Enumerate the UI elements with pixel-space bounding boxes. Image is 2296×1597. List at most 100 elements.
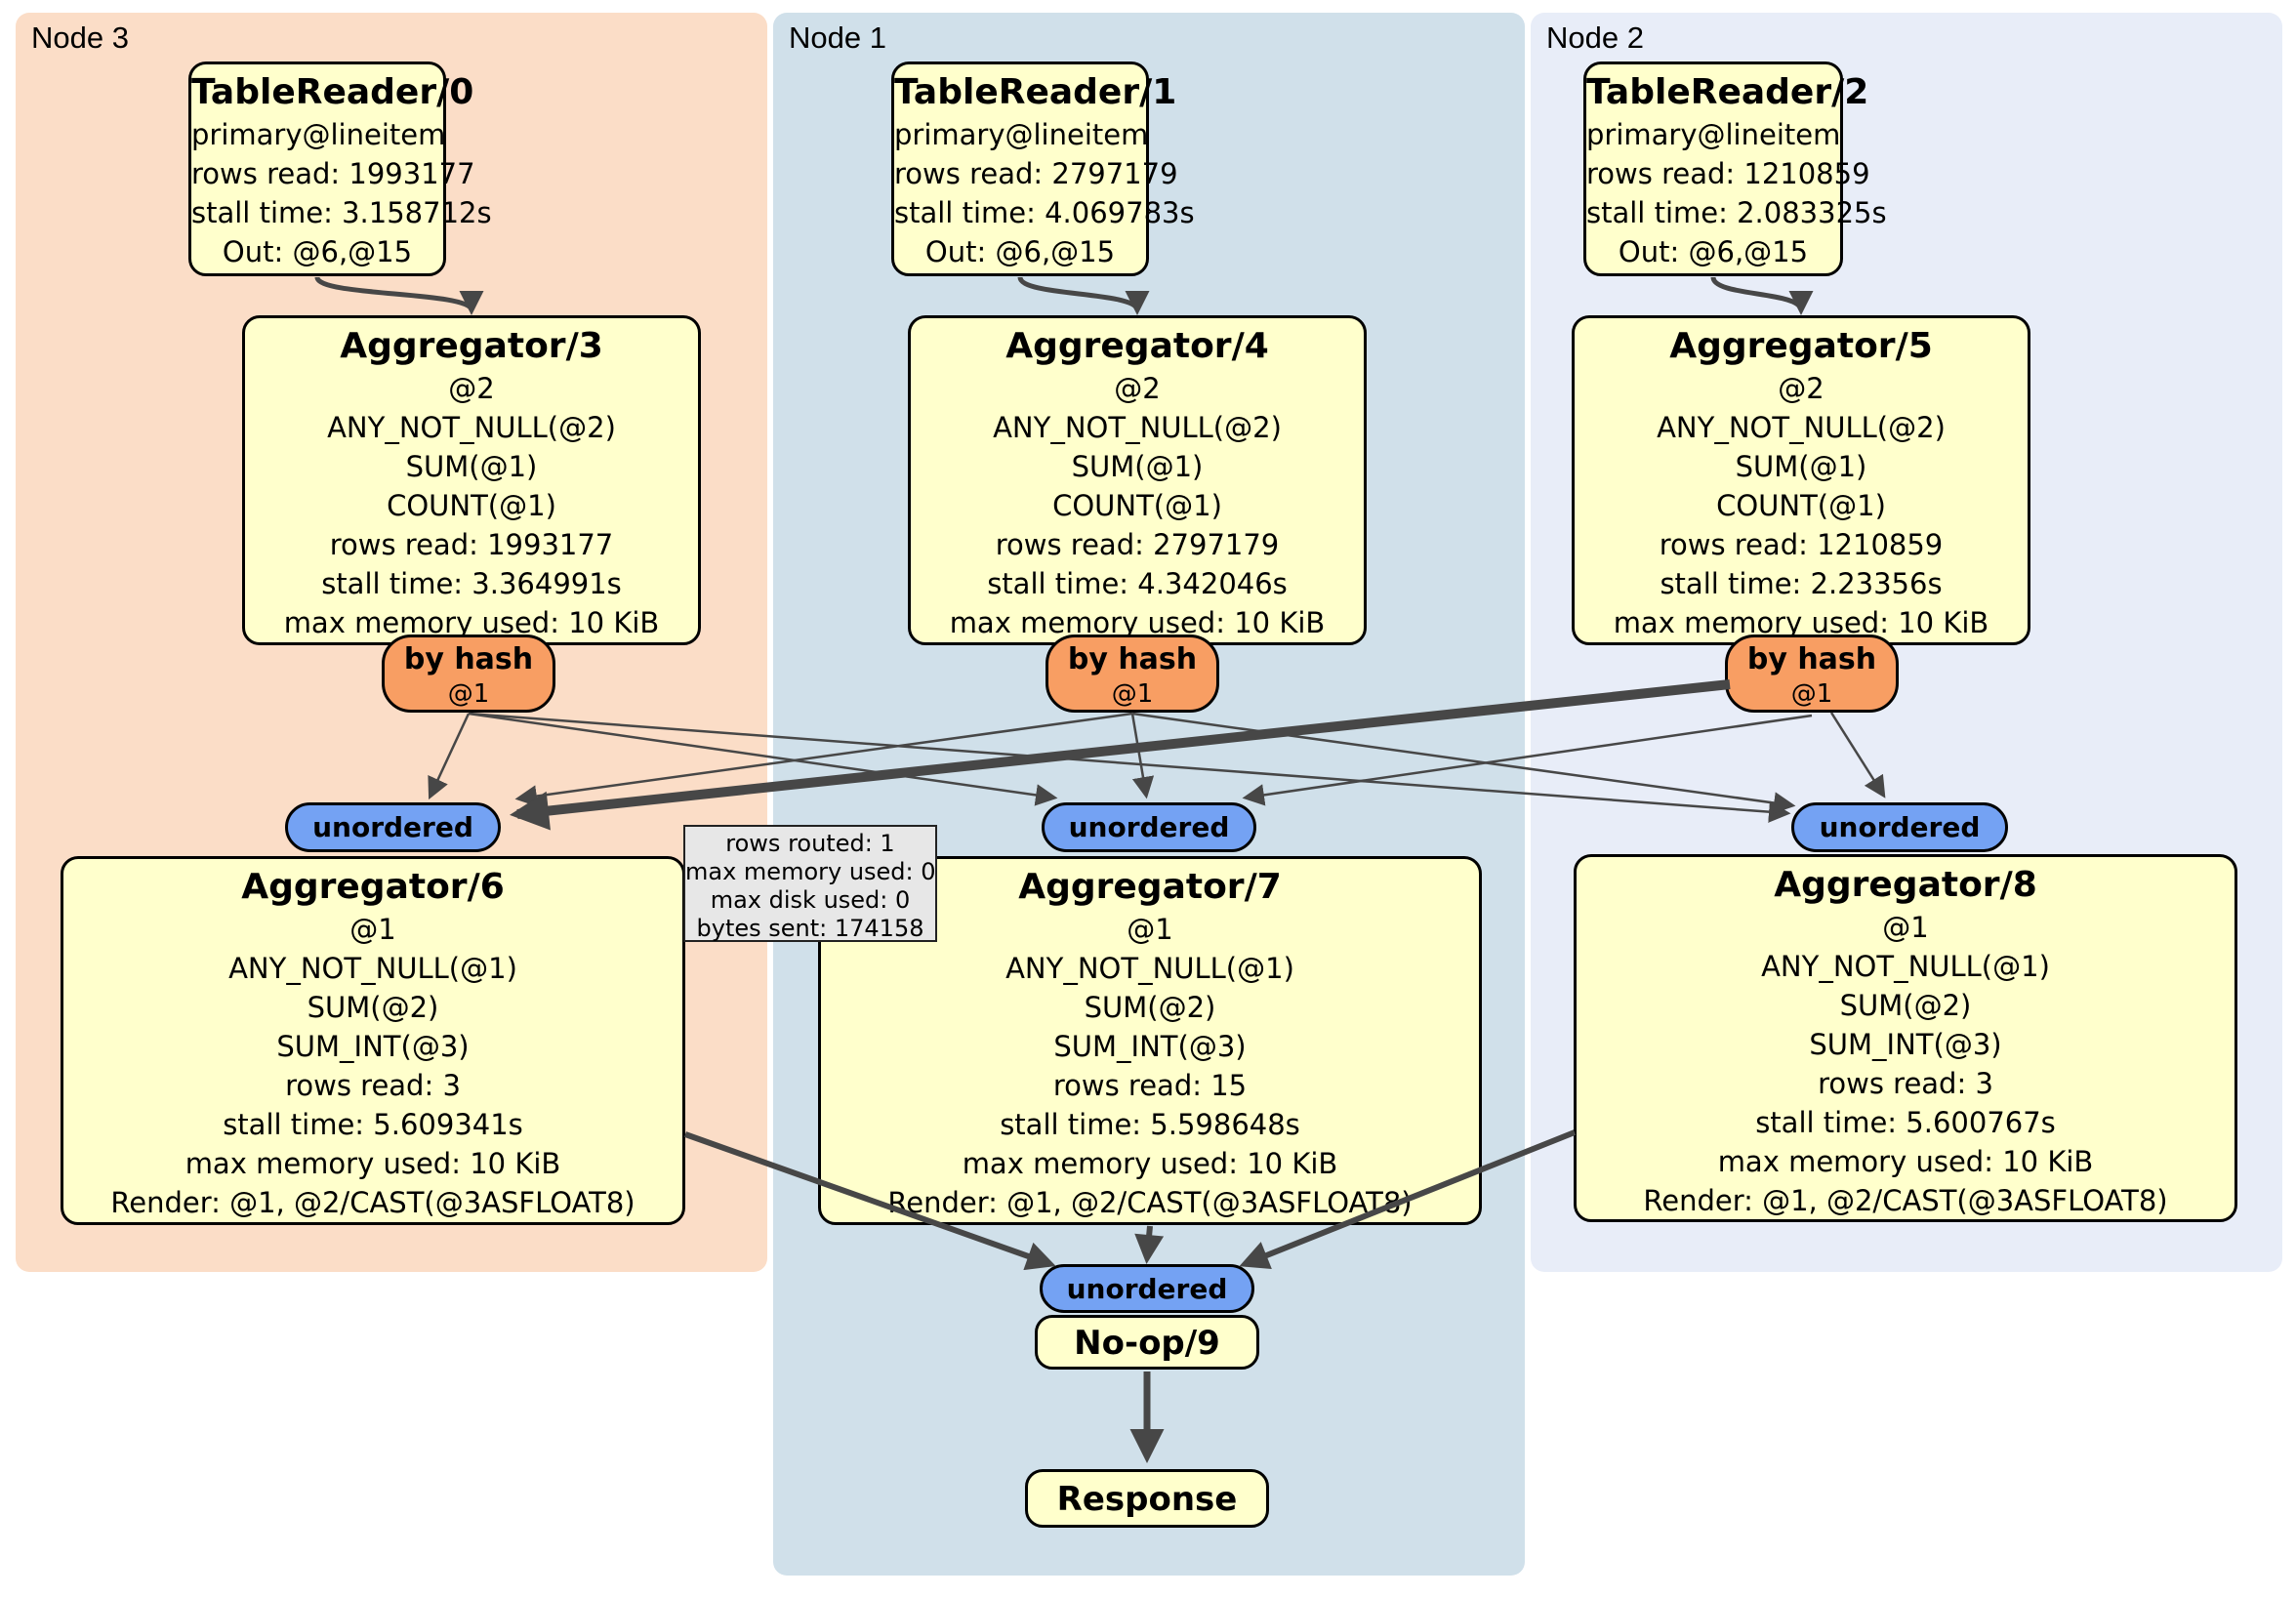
router-label: by hash — [1746, 642, 1877, 676]
node-title: No-op/9 — [1074, 1324, 1220, 1363]
node-title: Aggregator/4 — [1005, 326, 1269, 366]
node-title: Aggregator/6 — [241, 867, 505, 907]
panel-node-3-label: Node 3 — [31, 20, 129, 55]
node-line: max memory used: 10 KiB — [949, 606, 1326, 639]
node-line: ANY_NOT_NULL(@1) — [228, 952, 517, 985]
node-line: SUM(@1) — [1735, 450, 1867, 483]
node-line: primary@lineitem — [894, 118, 1149, 151]
node-line: max memory used: 10 KiB — [962, 1147, 1338, 1180]
node-aggregator-6[interactable]: Aggregator/6 @1 ANY_NOT_NULL(@1) SUM(@2)… — [61, 856, 685, 1225]
node-line: rows read: 1210859 — [1586, 157, 1870, 190]
node-line: stall time: 2.23356s — [1660, 567, 1943, 600]
node-aggregator-8[interactable]: Aggregator/8 @1 ANY_NOT_NULL(@1) SUM(@2)… — [1574, 854, 2237, 1222]
node-line: COUNT(@1) — [387, 489, 556, 522]
stream-label: unordered — [1066, 1273, 1228, 1305]
node-line: rows read: 1993177 — [191, 157, 475, 190]
router-by-hash-right[interactable]: by hash @1 — [1725, 635, 1899, 713]
tooltip-line: bytes sent: 174158 — [696, 915, 924, 942]
node-line: max memory used: 10 KiB — [1717, 1145, 2094, 1178]
node-line: Render: @1, @2/CAST(@3ASFLOAT8) — [1643, 1184, 2168, 1217]
stream-unordered-mid[interactable]: unordered — [1042, 802, 1256, 852]
node-tablereader-1[interactable]: TableReader/1 primary@lineitem rows read… — [891, 61, 1195, 276]
tooltip-line: max memory used: 0 — [685, 858, 936, 885]
node-aggregator-3[interactable]: Aggregator/3 @2 ANY_NOT_NULL(@2) SUM(@1)… — [242, 315, 701, 645]
node-line: SUM_INT(@3) — [276, 1030, 470, 1063]
router-by-hash-mid[interactable]: by hash @1 — [1046, 635, 1219, 713]
node-title: TableReader/1 — [894, 72, 1177, 112]
panel-node-2-label: Node 2 — [1546, 20, 1644, 55]
node-line: @2 — [1114, 372, 1161, 405]
stream-unordered-right[interactable]: unordered — [1791, 802, 2008, 852]
stream-label: unordered — [1068, 811, 1230, 843]
node-aggregator-4[interactable]: Aggregator/4 @2 ANY_NOT_NULL(@2) SUM(@1)… — [908, 315, 1367, 645]
node-line: rows read: 15 — [1052, 1069, 1248, 1102]
node-line: stall time: 5.600767s — [1755, 1106, 2056, 1139]
node-line: SUM(@2) — [307, 991, 439, 1024]
node-line: stall time: 4.342046s — [987, 567, 1288, 600]
node-line: COUNT(@1) — [1052, 489, 1222, 522]
node-line: primary@lineitem — [191, 118, 446, 151]
tooltip-line: max disk used: 0 — [710, 886, 911, 914]
node-line: SUM(@2) — [1084, 991, 1216, 1024]
node-line: stall time: 5.598648s — [1000, 1108, 1300, 1141]
node-line: SUM(@1) — [1071, 450, 1204, 483]
node-title: Aggregator/7 — [1018, 867, 1282, 907]
router-by-hash-left[interactable]: by hash @1 — [382, 635, 555, 713]
node-line: max memory used: 10 KiB — [283, 606, 660, 639]
node-line: Render: @1, @2/CAST(@3ASFLOAT8) — [887, 1186, 1413, 1219]
node-noop-9[interactable]: No-op/9 — [1035, 1315, 1259, 1370]
node-line: rows read: 2797179 — [894, 157, 1178, 190]
node-title: TableReader/2 — [1586, 72, 1869, 112]
node-line: max memory used: 10 KiB — [184, 1147, 561, 1180]
node-tablereader-0[interactable]: TableReader/0 primary@lineitem rows read… — [188, 61, 492, 276]
node-line: SUM_INT(@3) — [1053, 1030, 1247, 1063]
node-line: ANY_NOT_NULL(@2) — [327, 411, 616, 444]
stream-unordered-final[interactable]: unordered — [1040, 1264, 1254, 1313]
node-line: ANY_NOT_NULL(@2) — [1657, 411, 1946, 444]
node-title: Aggregator/8 — [1774, 865, 2037, 905]
node-line: Out: @6,@15 — [924, 235, 1116, 268]
edge-stats-tooltip: rows routed: 1 max memory used: 0 max di… — [683, 825, 937, 942]
router-key: @1 — [1790, 679, 1833, 709]
node-line: ANY_NOT_NULL(@2) — [993, 411, 1282, 444]
tooltip-line: rows routed: 1 — [725, 830, 895, 857]
node-response[interactable]: Response — [1025, 1469, 1269, 1528]
node-line: Out: @6,@15 — [1618, 235, 1809, 268]
node-line: SUM(@1) — [405, 450, 538, 483]
node-line: max memory used: 10 KiB — [1613, 606, 1989, 639]
node-line: rows read: 1210859 — [1659, 528, 1944, 561]
node-line: rows read: 3 — [1818, 1067, 1993, 1100]
node-line: stall time: 2.083325s — [1586, 196, 1887, 229]
node-line: SUM_INT(@3) — [1809, 1028, 2002, 1061]
node-aggregator-5[interactable]: Aggregator/5 @2 ANY_NOT_NULL(@2) SUM(@1)… — [1572, 315, 2030, 645]
node-line: @1 — [1882, 911, 1929, 944]
stream-label: unordered — [1819, 811, 1981, 843]
node-line: stall time: 4.069783s — [894, 196, 1195, 229]
node-line: COUNT(@1) — [1716, 489, 1886, 522]
node-title: TableReader/0 — [191, 72, 474, 112]
node-line: rows read: 1993177 — [329, 528, 614, 561]
node-line: ANY_NOT_NULL(@1) — [1761, 950, 2050, 983]
router-label: by hash — [403, 642, 534, 676]
panel-node-1-label: Node 1 — [789, 20, 886, 55]
node-line: @1 — [1127, 913, 1173, 946]
router-key: @1 — [1111, 679, 1154, 709]
node-line: Render: @1, @2/CAST(@3ASFLOAT8) — [110, 1186, 636, 1219]
node-line: rows read: 2797179 — [995, 528, 1280, 561]
node-tablereader-2[interactable]: TableReader/2 primary@lineitem rows read… — [1583, 61, 1887, 276]
node-line: ANY_NOT_NULL(@1) — [1005, 952, 1294, 985]
node-line: stall time: 3.158712s — [191, 196, 492, 229]
node-line: @1 — [349, 913, 396, 946]
node-line: @2 — [1778, 372, 1824, 405]
router-key: @1 — [447, 679, 490, 709]
node-line: Out: @6,@15 — [222, 235, 413, 268]
stream-unordered-left[interactable]: unordered — [285, 802, 501, 852]
node-line: rows read: 3 — [285, 1069, 461, 1102]
node-title: Response — [1056, 1480, 1238, 1519]
node-title: Aggregator/5 — [1669, 326, 1933, 366]
node-line: primary@lineitem — [1586, 118, 1841, 151]
node-line: stall time: 5.609341s — [223, 1108, 523, 1141]
node-title: Aggregator/3 — [340, 326, 603, 366]
stream-label: unordered — [312, 811, 473, 843]
